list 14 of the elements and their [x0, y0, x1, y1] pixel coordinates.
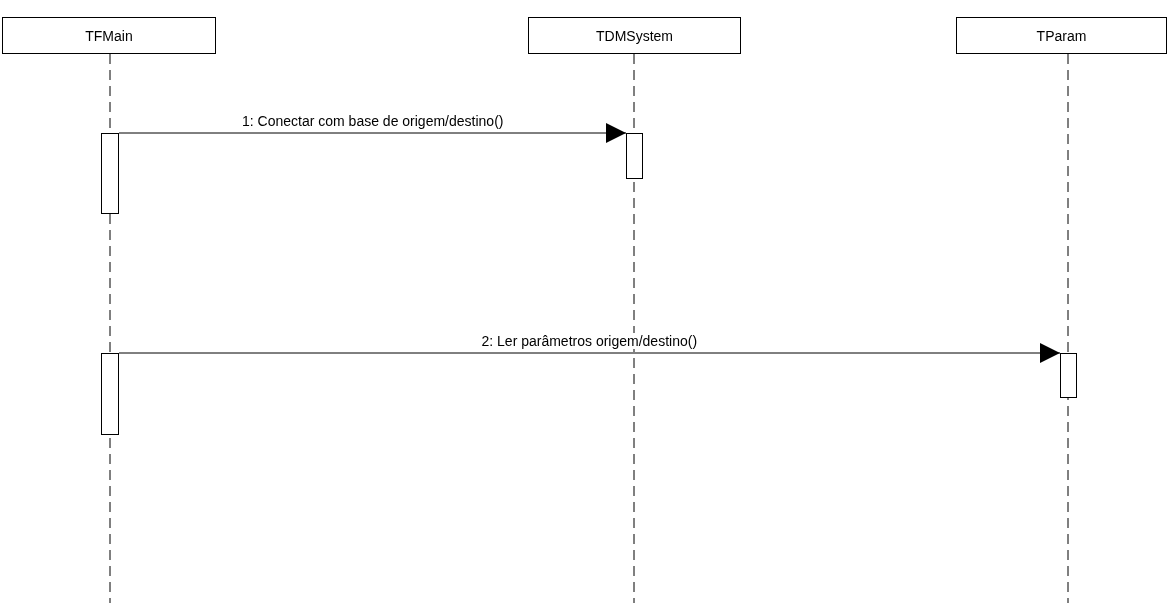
- participant-name: TParam: [1036, 27, 1087, 44]
- participant-name: TFMain: [85, 27, 133, 44]
- activation-bar: [101, 353, 119, 435]
- message-arrow: [118, 343, 1061, 363]
- participant-box: [956, 17, 1167, 54]
- activation-bar: [626, 133, 643, 179]
- message-label: 2: Ler parâmetros origem/destino(): [479, 333, 700, 349]
- activation-bar: [101, 133, 119, 214]
- participant-name: TDMSystem: [596, 27, 673, 44]
- participant-box: [2, 17, 216, 54]
- participant-box: [528, 17, 741, 54]
- message-label: 1: Conectar com base de origem/destino(): [240, 113, 506, 129]
- activation-bar: [1060, 353, 1077, 398]
- message-arrow: [118, 123, 627, 143]
